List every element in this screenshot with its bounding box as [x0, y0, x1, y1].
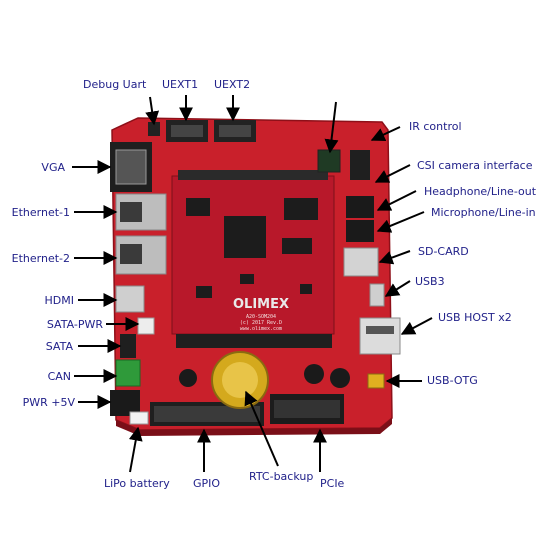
sd-card-slot	[343, 247, 379, 277]
inductor-1	[304, 364, 324, 384]
label-sata: SATA	[45, 340, 73, 353]
board-url: www.olimex.com	[240, 326, 282, 332]
label-gpio: GPIO	[193, 477, 221, 490]
vga-shell	[115, 149, 147, 185]
lipo-connector	[129, 411, 149, 425]
arrow-ir-control	[324, 101, 339, 154]
ethernet2-port	[120, 244, 142, 264]
arrow-headphone	[376, 190, 417, 211]
label-csi-camera: CSI camera interface	[417, 159, 533, 172]
label-pcie: PCIe	[320, 477, 345, 490]
label-pwr: PWR +5V	[22, 396, 75, 409]
debug-uart-header	[148, 122, 160, 136]
board-model: A20-SOM204	[246, 314, 276, 320]
csi-connector	[350, 150, 370, 180]
som-chip-2	[282, 238, 312, 254]
label-uext1: UEXT1	[162, 78, 199, 91]
sata-pwr-connector	[137, 317, 155, 335]
can-terminal	[115, 359, 141, 387]
arrow-microphone	[376, 211, 425, 233]
usb-host-port	[366, 326, 394, 334]
board-copyright: (c) 2017 Rev.D	[240, 320, 282, 326]
label-usb-host: USB HOST x2	[438, 311, 512, 324]
uext2-slot	[219, 125, 251, 137]
label-uext2: UEXT2	[214, 78, 251, 91]
label-ethernet1: Ethernet-1	[11, 206, 70, 219]
label-sd-card: SD-CARD	[418, 245, 469, 258]
pointer-lines	[72, 95, 433, 473]
label-ir-control: IR control	[409, 120, 462, 133]
board-brand: OLIMEX	[233, 297, 289, 312]
arrow-debug-uart	[145, 96, 160, 126]
usb-otg-connector	[367, 373, 385, 389]
sata-connector	[120, 334, 136, 358]
label-ethernet2: Ethernet-2	[11, 252, 70, 265]
pcie-contacts	[274, 400, 340, 418]
ethernet1-port	[120, 202, 142, 222]
headphone-jack	[346, 196, 374, 218]
label-headphone: Headphone/Line-out	[424, 185, 537, 198]
arrow-ir-extra	[370, 126, 401, 142]
inductor-2	[330, 368, 350, 388]
arrow-lipo	[128, 426, 143, 473]
arrow-usb-host	[400, 317, 433, 335]
som-chip-5	[240, 274, 254, 284]
uext1-slot	[171, 125, 203, 137]
gpio-pins	[154, 406, 260, 422]
som-chip-4	[196, 286, 212, 298]
som-connector-top	[178, 170, 328, 180]
microphone-jack	[346, 220, 374, 242]
label-microphone: Microphone/Line-in	[431, 206, 536, 219]
label-can: CAN	[47, 370, 71, 383]
main-soc-chip	[224, 216, 266, 258]
som-connector-bottom	[176, 334, 332, 348]
som-chip-3	[186, 198, 210, 216]
usb3-connector	[369, 283, 385, 307]
label-sata-pwr: SATA-PWR	[46, 318, 103, 331]
arrow-csi	[374, 164, 411, 183]
label-lipo: LiPo battery	[104, 477, 170, 490]
label-hdmi: HDMI	[44, 294, 74, 307]
hdmi-connector	[115, 285, 145, 313]
arrow-usb3	[384, 280, 411, 297]
ir-receiver	[317, 149, 341, 173]
arrow-rtc	[244, 390, 279, 467]
label-usb3: USB3	[415, 275, 445, 288]
usb-host-connector	[359, 317, 401, 355]
label-usb-otg: USB-OTG	[427, 374, 478, 387]
label-rtc: RTC-backup	[249, 470, 314, 483]
arrow-sd-card	[378, 250, 411, 265]
som-chip-6	[300, 284, 312, 294]
label-vga: VGA	[41, 161, 65, 174]
inductor-3	[179, 369, 197, 387]
rtc-battery-cell	[222, 362, 258, 398]
som-chip-1	[284, 198, 318, 220]
label-debug-uart: Debug Uart	[83, 78, 147, 91]
